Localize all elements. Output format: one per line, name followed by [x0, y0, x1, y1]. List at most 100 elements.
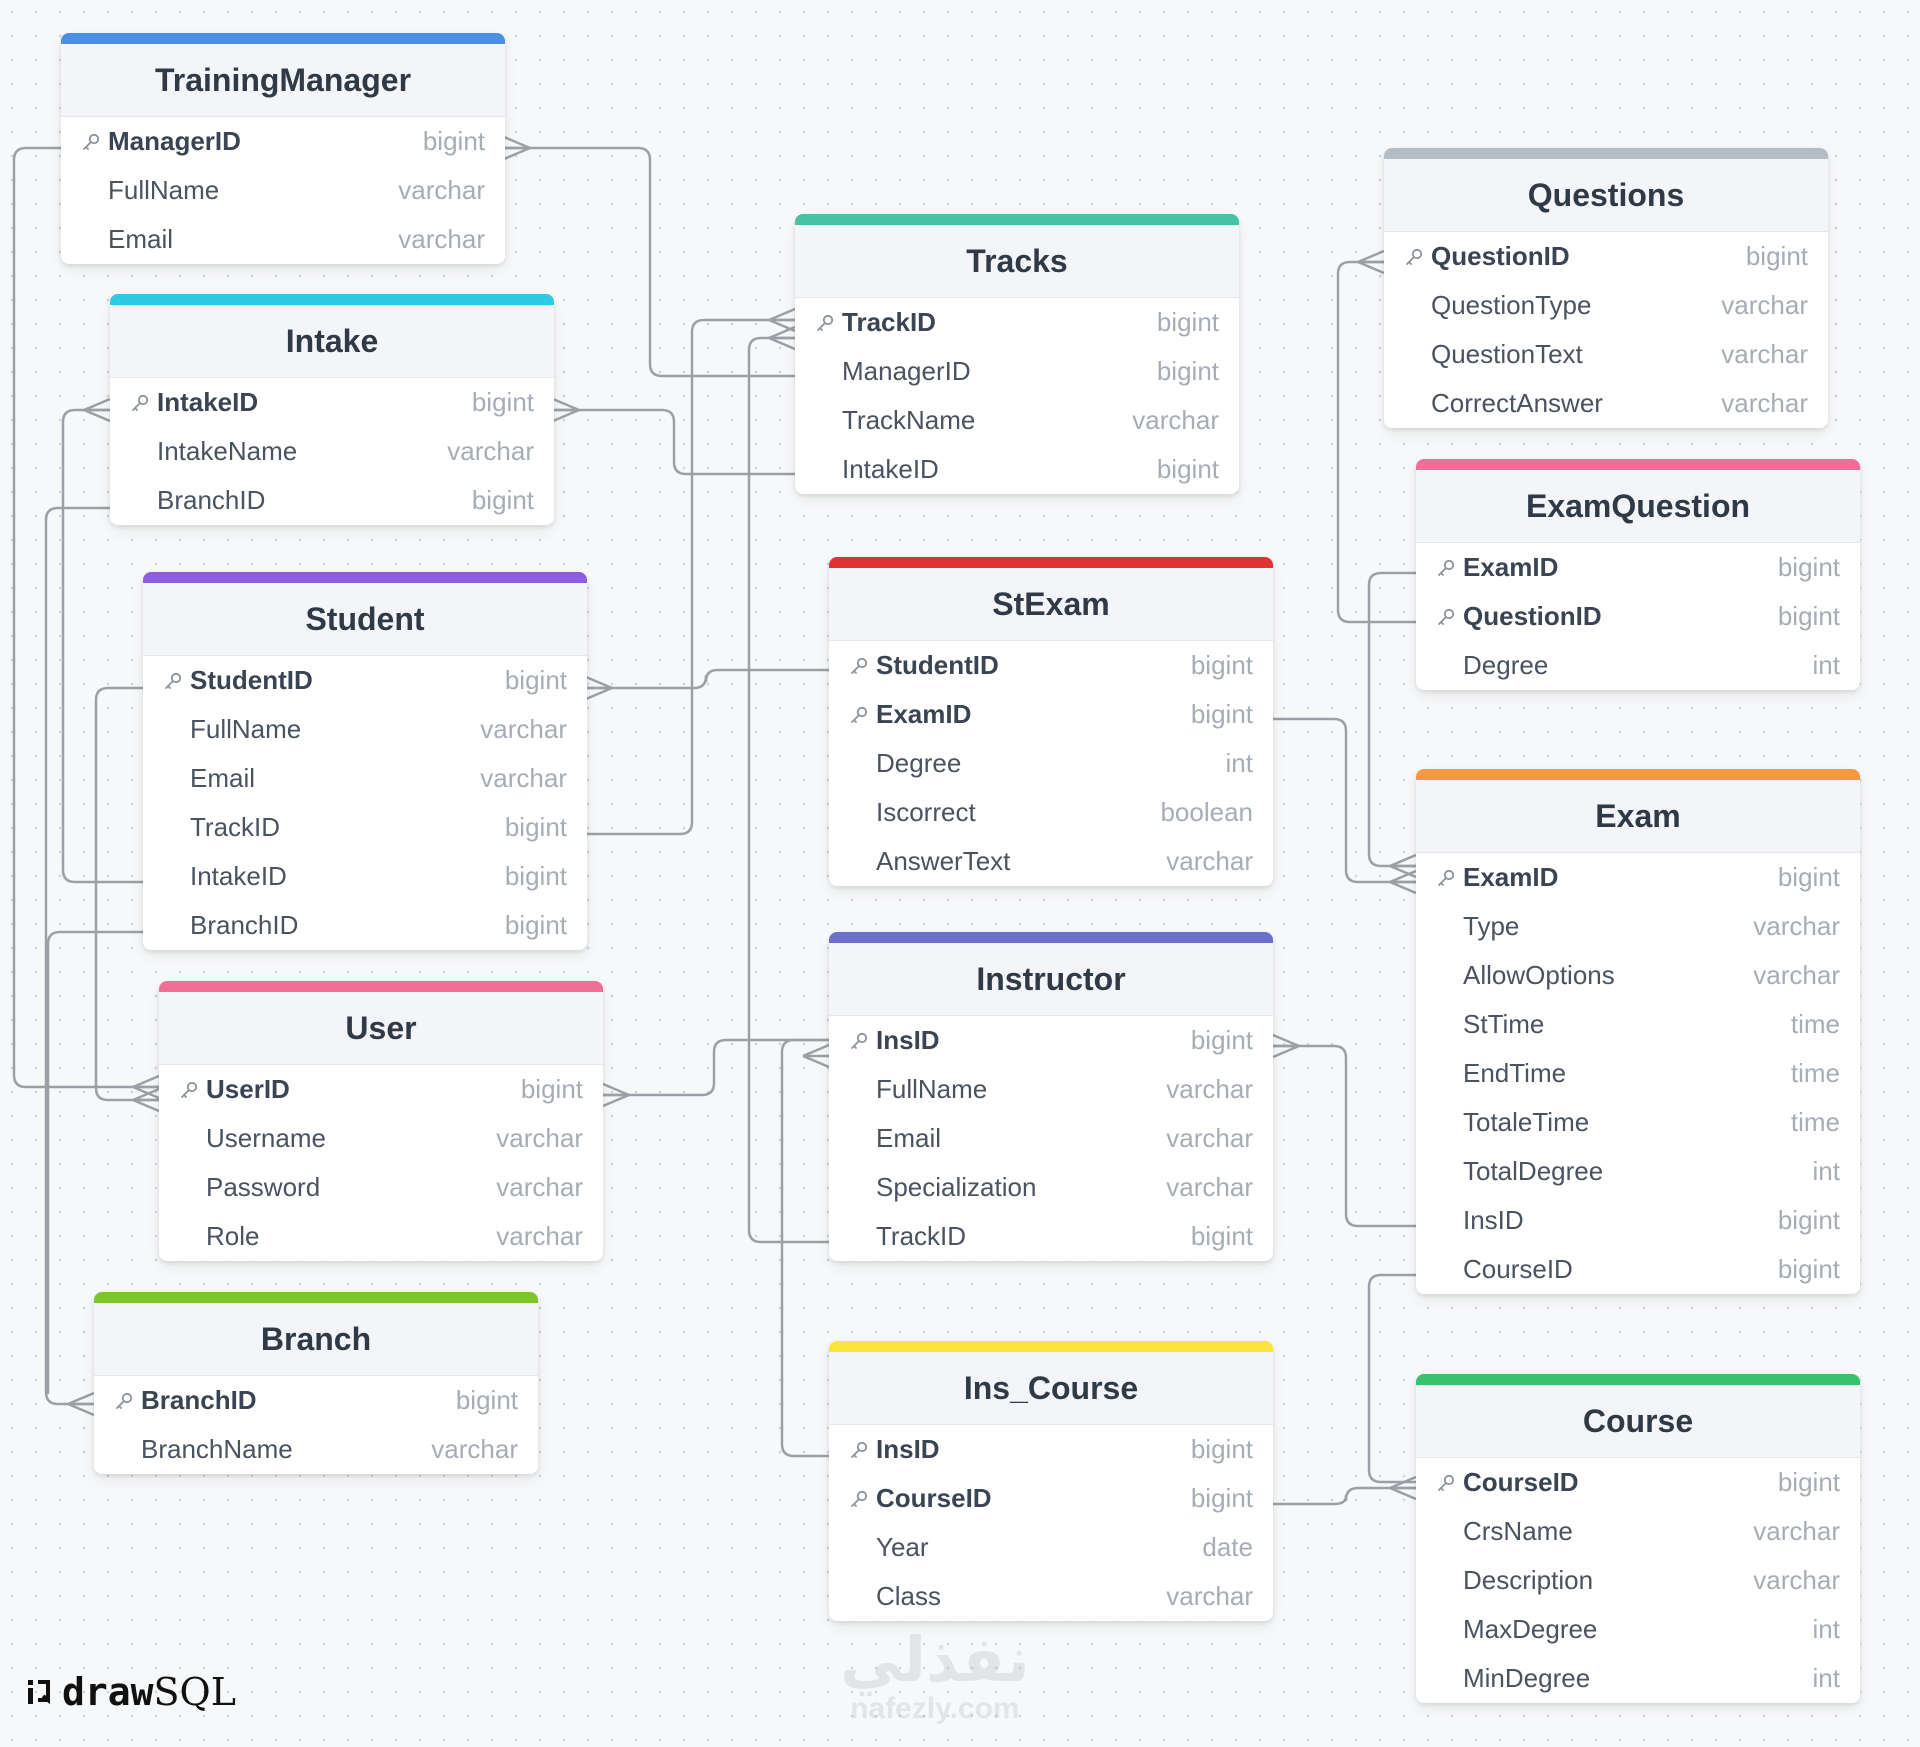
table-title[interactable]: Exam — [1416, 780, 1860, 853]
table-title[interactable]: Course — [1416, 1385, 1860, 1458]
table-title[interactable]: Branch — [94, 1303, 538, 1376]
table-title[interactable]: Questions — [1384, 159, 1828, 232]
column-name: FullName — [190, 714, 302, 744]
table-title[interactable]: Ins_Course — [829, 1352, 1273, 1425]
table-title[interactable]: Student — [143, 583, 587, 656]
column-name: TotaleTime — [1463, 1107, 1590, 1137]
crows-foot-icon — [1389, 1475, 1417, 1501]
relation-line — [504, 146, 795, 378]
table-title[interactable]: TrainingManager — [61, 44, 505, 117]
crows-foot-icon — [132, 1074, 160, 1100]
column-name: Email — [108, 224, 174, 254]
relation-line — [603, 1038, 829, 1097]
table-title[interactable]: Tracks — [795, 225, 1239, 298]
column-type: varchar — [1132, 405, 1219, 435]
column-type: bigint — [504, 910, 567, 940]
brand-sql: SQL — [153, 1670, 236, 1714]
column-name: IntakeID — [157, 387, 259, 417]
table-title[interactable]: User — [159, 992, 603, 1065]
table-title[interactable]: Instructor — [829, 943, 1273, 1016]
column-type: date — [1202, 1532, 1253, 1562]
table-title[interactable]: ExamQuestion — [1416, 470, 1860, 543]
column-name: CrsName — [1463, 1516, 1573, 1546]
table-title[interactable]: Intake — [110, 305, 554, 378]
column-name: Role — [206, 1221, 260, 1251]
column-type: varchar — [431, 1434, 518, 1464]
table-title[interactable]: StExam — [829, 568, 1273, 641]
primary-key-icon — [163, 671, 188, 691]
